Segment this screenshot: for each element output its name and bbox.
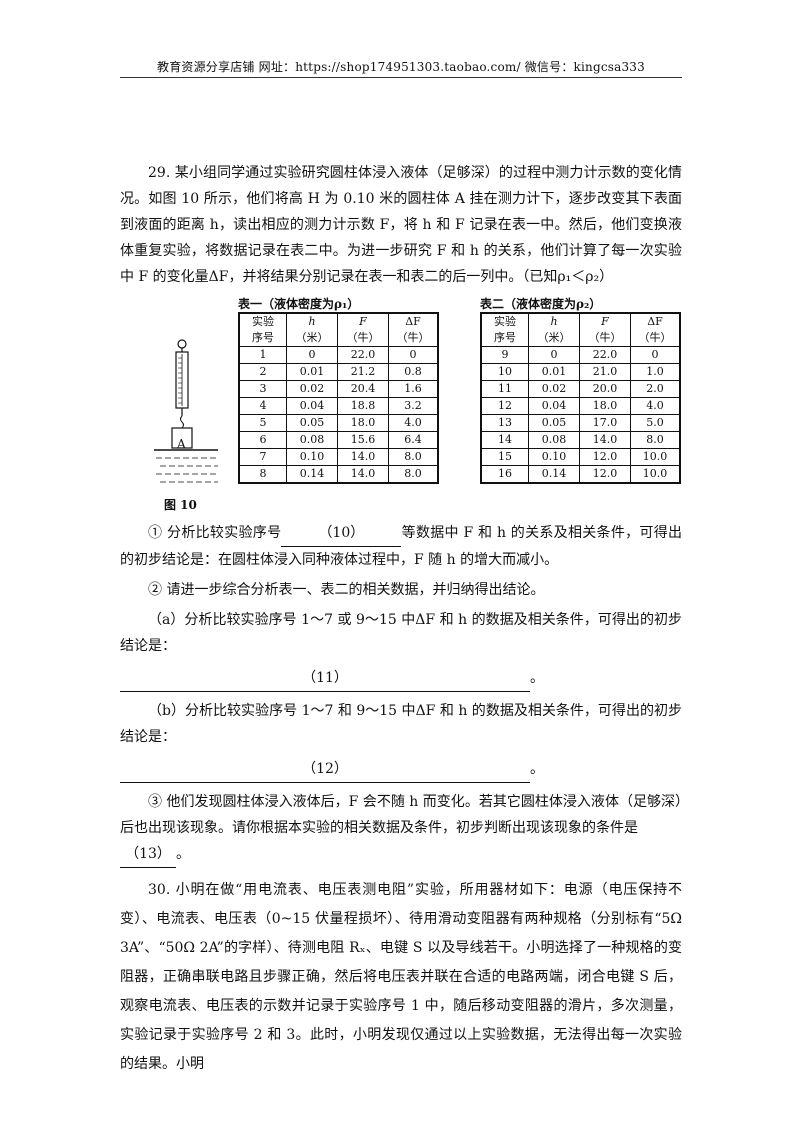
answer-line-11: （11）。 <box>120 665 682 692</box>
q29-tables-area: A 图 10 表一（液体密度为ρ₁） 实验序号 h（米） F（牛） ΔF（牛） … <box>120 296 682 512</box>
answer-blank-10[interactable]: （10） <box>281 520 402 547</box>
q29-part2: ② 请进一步综合分析表一、表二的相关数据，并归纳得出结论。 <box>148 582 545 598</box>
answer-blank-12[interactable]: （12） <box>120 756 530 783</box>
page-content: 29. 某小组同学通过实验研究圆柱体浸入液体（足够深）的过程中测力计示数的变化情… <box>120 160 682 1079</box>
table-one-caption: 表一（液体密度为ρ₁） <box>238 297 360 311</box>
spring-scale-figure <box>154 339 218 483</box>
table-header-cell: 实验序号 <box>238 312 287 347</box>
table-header-cell: h（米） <box>286 312 338 347</box>
q29-part2a: （a）分析比较实验序号 1～7 或 9～15 中ΔF 和 h 的数据及相关条件，… <box>120 612 682 654</box>
table-header-cell: h（米） <box>528 312 580 347</box>
table-header-cell: ΔF（牛） <box>388 312 439 347</box>
q29-part2b: （b）分析比较实验序号 1～7 和 9～15 中ΔF 和 h 的数据及相关条件，… <box>120 703 682 745</box>
answer-blank-13[interactable]: （13） <box>120 841 176 868</box>
table-header-cell: 实验序号 <box>480 312 529 347</box>
q30-text: 30. 小明在做“用电流表、电压表测电阻”实验，所用器材如下：电源（电压保持不变… <box>120 882 682 1072</box>
q29-part1: ① 分析比较实验序号（10）等数据中 F 和 h 的关系及相关条件，可得出的初步… <box>120 520 682 573</box>
table-header-cell: F（牛） <box>337 312 389 347</box>
page-header: 教育资源分享店铺 网址：https://shop174951303.taobao… <box>157 60 645 74</box>
table-two-caption: 表二（液体密度为ρ₂） <box>480 297 602 311</box>
table-header-cell: ΔF（牛） <box>630 312 681 347</box>
answer-blank-11[interactable]: （11） <box>120 665 530 692</box>
q29-intro: 29. 某小组同学通过实验研究圆柱体浸入液体（足够深）的过程中测力计示数的变化情… <box>120 165 682 285</box>
q29-part3: ③ 他们发现圆柱体浸入液体后，F 会不随 h 而变化。若其它圆柱体浸入液体（足够… <box>120 794 682 836</box>
header-divider <box>120 77 682 78</box>
figure-caption: 图 10 <box>164 498 197 512</box>
answer-line-13: （13）。 <box>120 841 682 868</box>
answer-line-12: （12）。 <box>120 756 682 783</box>
table-header-cell: F（牛） <box>579 312 631 347</box>
cylinder-label: A <box>177 437 186 451</box>
